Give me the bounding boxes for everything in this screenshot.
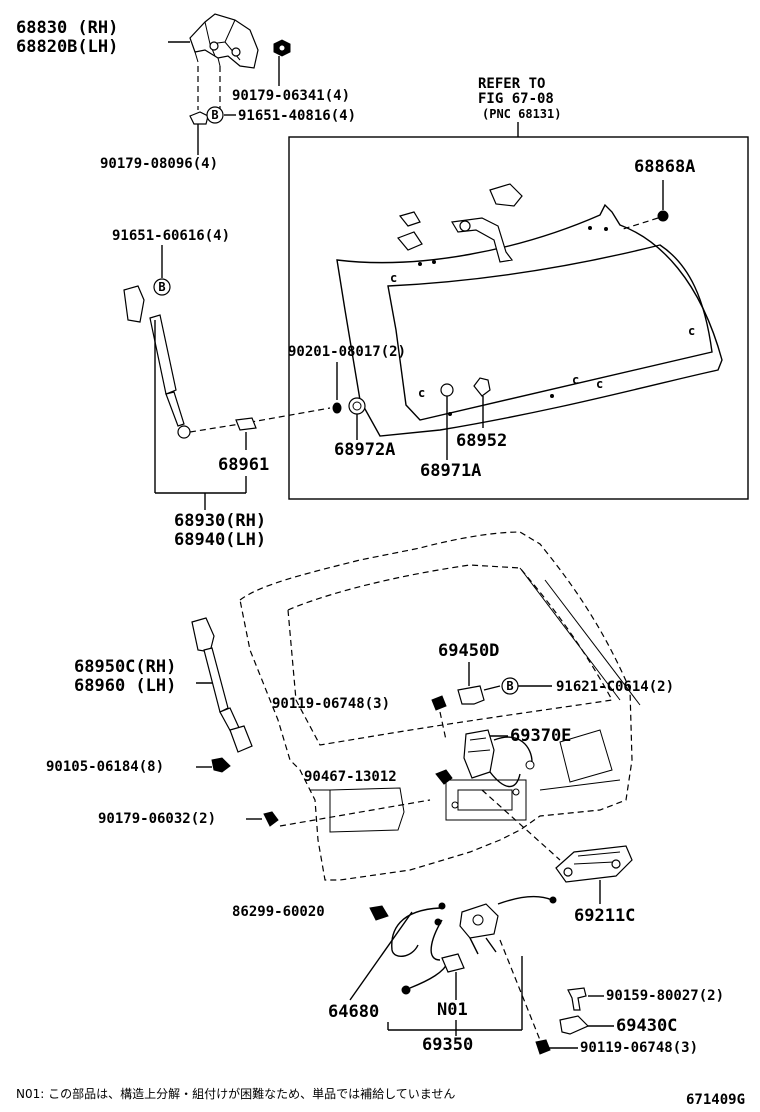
- badge-b-1: B: [206, 106, 224, 124]
- label-90119-06748-b: 90119-06748(3): [580, 1040, 698, 1056]
- label-n01: N01: [437, 1000, 468, 1020]
- label-69450d: 69450D: [438, 641, 499, 661]
- label-69211c: 69211C: [574, 906, 635, 926]
- label-refer-pnc: (PNC 68131): [482, 107, 561, 121]
- outside-handle-69211c: [555, 845, 633, 883]
- label-69350: 69350: [422, 1035, 473, 1055]
- clamp-86299-60020: [369, 905, 389, 921]
- label-91651-40816: 91651-40816(4): [238, 108, 356, 124]
- glass-markers: c c c c c: [390, 226, 695, 416]
- svg-text:c: c: [596, 377, 603, 391]
- label-90159-80027: 90159-80027(2): [606, 988, 724, 1004]
- label-90179-08096: 90179-08096(4): [100, 156, 218, 172]
- label-refer-fig: FIG 67-08: [478, 91, 554, 107]
- svg-text:c: c: [390, 271, 397, 285]
- glass-damper-stay: [123, 285, 191, 439]
- svg-text:c: c: [572, 373, 579, 387]
- label-68950c: 68950C(RH): [74, 657, 176, 677]
- footnote: N01: この部品は、構造上分解・組付けが困難なため、単品では補給していません: [16, 1086, 455, 1101]
- nut-90179-06341: [273, 39, 291, 57]
- label-refer-to: REFER TO: [478, 76, 545, 92]
- label-68820b: 68820B(LH): [16, 37, 118, 57]
- nut-90179-06032: [263, 811, 279, 827]
- label-68952: 68952: [456, 431, 507, 451]
- part-68972a: [348, 397, 366, 415]
- lock-cylinder-69370e: [463, 729, 535, 788]
- svg-text:B: B: [158, 280, 165, 294]
- bolt-90179-08096: [189, 111, 209, 125]
- label-91651-60616: 91651-60616(4): [112, 228, 230, 244]
- door-damper-stay: [191, 617, 253, 753]
- label-68868a: 68868A: [634, 157, 695, 177]
- bolt-90105-06184: [211, 757, 231, 773]
- hinge-assembly: [189, 13, 259, 110]
- label-68961: 68961: [218, 455, 269, 475]
- svg-text:c: c: [688, 324, 695, 338]
- badge-b-2: B: [153, 278, 171, 296]
- label-69430c: 69430C: [616, 1016, 677, 1036]
- label-90467-13012: 90467-13012: [304, 769, 397, 785]
- part-69430c: [559, 1015, 590, 1035]
- label-68930: 68930(RH): [174, 511, 266, 531]
- part-68961: [235, 417, 257, 431]
- svg-text:c: c: [418, 386, 425, 400]
- label-68960: 68960 (LH): [74, 676, 176, 696]
- label-90119-06748-a: 90119-06748(3): [272, 696, 390, 712]
- label-64680: 64680: [328, 1002, 379, 1022]
- back-glass-frame: c c c c c: [288, 122, 749, 500]
- back-door-panel: [239, 531, 641, 881]
- clip-90467-13012: [435, 769, 453, 785]
- wire-harness-64680: [391, 902, 449, 995]
- part-68971a: [440, 383, 454, 397]
- screw-90159-80027: [567, 987, 587, 1011]
- label-90179-06341: 90179-06341(4): [232, 88, 350, 104]
- label-69370e: 69370E: [510, 726, 571, 746]
- label-86299-60020: 86299-60020: [232, 904, 325, 920]
- part-68952: [473, 377, 491, 397]
- label-90179-06032: 90179-06032(2): [98, 811, 216, 827]
- label-68940: 68940(LH): [174, 530, 266, 550]
- washer-90201-08017: [332, 402, 342, 414]
- figure-code: 671409G: [686, 1092, 745, 1108]
- label-68830: 68830 (RH): [16, 18, 118, 38]
- label-68972a: 68972A: [334, 440, 395, 460]
- part-69450d: [457, 685, 485, 705]
- bolt-90119-06748-a: [431, 695, 447, 711]
- badge-b-3: B: [501, 677, 519, 695]
- svg-text:B: B: [506, 679, 513, 693]
- label-91621-c0614: 91621-C0614(2): [556, 679, 674, 695]
- svg-text:B: B: [211, 108, 218, 122]
- door-lock-69350: [441, 895, 557, 973]
- label-90201-08017: 90201-08017(2): [288, 344, 406, 360]
- label-68971a: 68971A: [420, 461, 481, 481]
- label-90105-06184: 90105-06184(8): [46, 759, 164, 775]
- bolt-90119-06748-b: [535, 1039, 551, 1055]
